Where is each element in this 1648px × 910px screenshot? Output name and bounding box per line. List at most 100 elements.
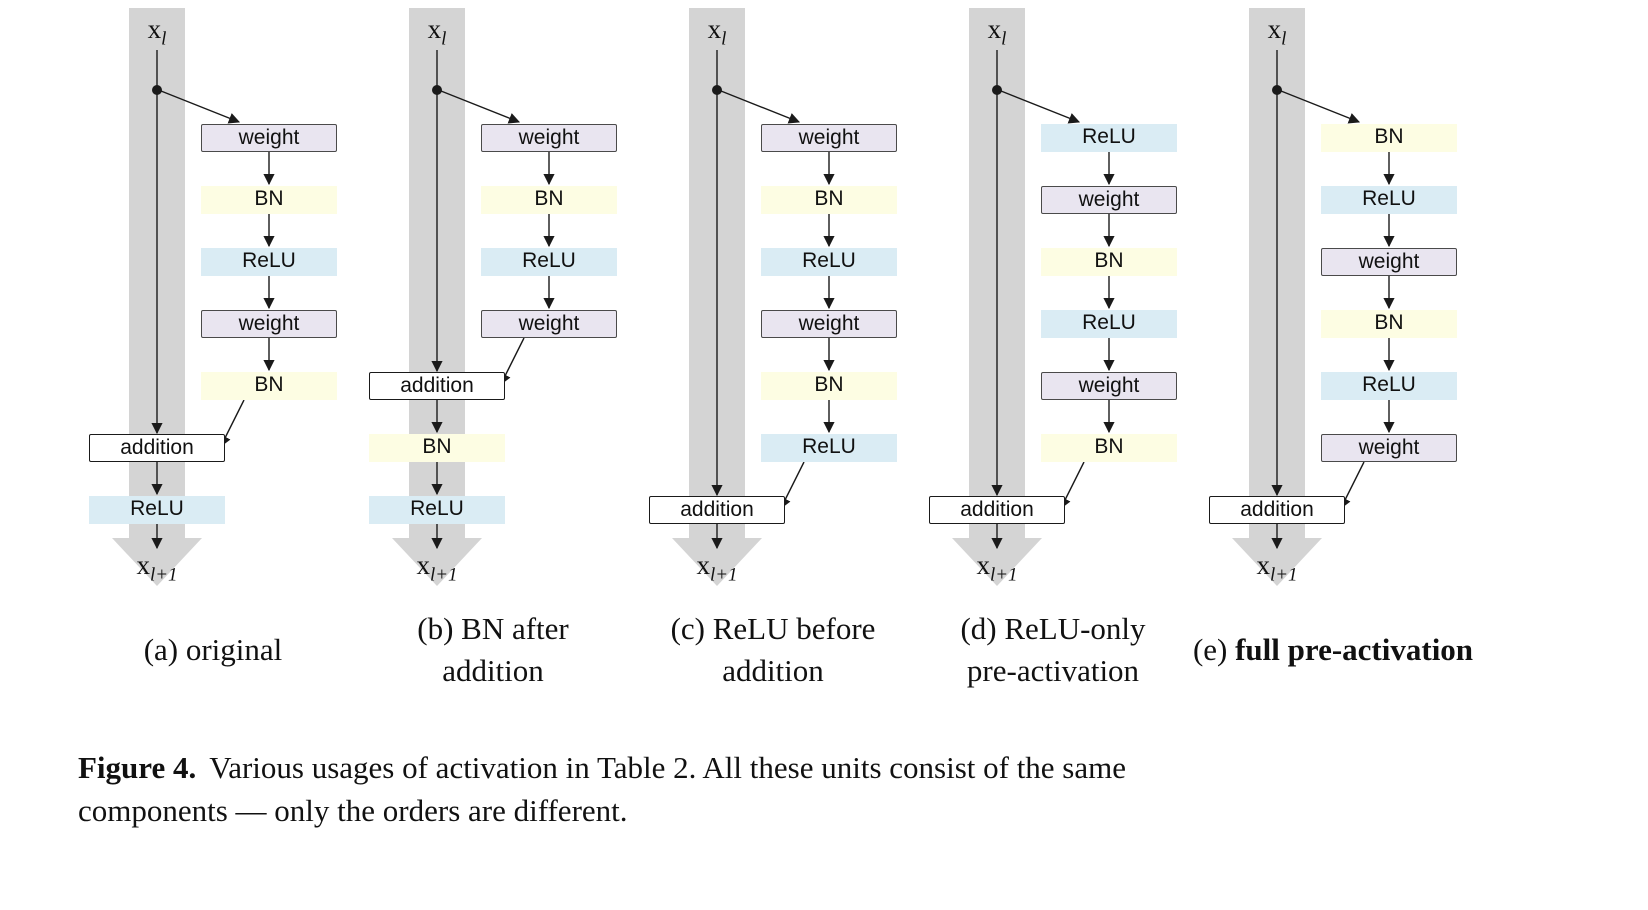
x-subscript: l+1	[989, 564, 1018, 586]
a-input-label: xl	[97, 14, 217, 48]
e-block-weight: weight	[1321, 248, 1457, 276]
shortcut-arrowhead-shape	[1232, 538, 1322, 586]
a-diagram-caption: (a) original	[33, 604, 393, 696]
e-unit-wires	[1232, 8, 1395, 586]
figure-caption-line1: Various usages of activation in Table 2.…	[209, 750, 1127, 785]
d-block-bn: BN	[1041, 248, 1177, 276]
b-block-relu: ReLU	[369, 496, 505, 524]
x-subscript: l+1	[1269, 564, 1298, 586]
d-block-weight: weight	[1041, 186, 1177, 214]
x-symbol: x	[427, 14, 442, 44]
a-block-bn: BN	[201, 372, 337, 400]
caption-line: (e) full pre-activation	[1193, 629, 1473, 671]
b-input-label: xl	[377, 14, 497, 48]
a-block-relu: ReLU	[201, 248, 337, 276]
c-block-weight: weight	[761, 310, 897, 338]
branch-dot	[152, 85, 162, 95]
caption-text: (e)	[1192, 632, 1236, 667]
b-block-weight: weight	[481, 310, 617, 338]
caption-line: pre-activation	[967, 650, 1139, 692]
e-block-bn: BN	[1321, 310, 1457, 338]
shortcut-arrowhead-shape	[952, 538, 1042, 586]
a-block-weight: weight	[201, 310, 337, 338]
branch-dot	[992, 85, 1002, 95]
x-subscript: l	[1281, 28, 1287, 50]
d-block-relu: ReLU	[1041, 310, 1177, 338]
b-block-relu: ReLU	[481, 248, 617, 276]
d-input-label: xl	[937, 14, 1057, 48]
branch-in-arrow	[1000, 90, 1081, 124]
d-block-weight: weight	[1041, 372, 1177, 400]
caption-line: (b) BN after	[417, 608, 569, 650]
x-symbol: x	[696, 550, 710, 580]
c-block-bn: BN	[761, 372, 897, 400]
c-block-weight: weight	[761, 124, 897, 152]
x-symbol: x	[1256, 550, 1270, 580]
c-block-relu: ReLU	[761, 434, 897, 462]
c-block-bn: BN	[761, 186, 897, 214]
b-block-bn: BN	[369, 434, 505, 462]
branch-in-arrow	[720, 90, 801, 124]
c-block-relu: ReLU	[761, 248, 897, 276]
c-output-label: xl+1	[657, 550, 777, 584]
shortcut-arrowhead-shape	[112, 538, 202, 586]
e-diagram-caption: (e) full pre-activation	[1153, 604, 1513, 696]
e-block-relu: ReLU	[1321, 186, 1457, 214]
caption-line: (d) ReLU-only	[960, 608, 1145, 650]
branch-in-arrow	[160, 90, 241, 124]
d-diagram-caption: (d) ReLU-only pre-activation	[873, 604, 1233, 696]
c-unit-wires	[672, 8, 835, 586]
e-input-label: xl	[1217, 14, 1337, 48]
x-subscript: l+1	[709, 564, 738, 586]
figure-caption-line2: components — only the orders are differe…	[78, 793, 628, 828]
x-subscript: l+1	[429, 564, 458, 586]
caption-text: pre-activation	[966, 653, 1140, 688]
x-subscript: l	[441, 28, 447, 50]
b-block-bn: BN	[481, 186, 617, 214]
caption-line: (a) original	[144, 629, 283, 671]
caption-text: full pre-activation	[1235, 632, 1474, 667]
a-block-bn: BN	[201, 186, 337, 214]
x-symbol: x	[136, 550, 150, 580]
e-block-bn: BN	[1321, 124, 1457, 152]
branch-dot	[1272, 85, 1282, 95]
caption-text: addition	[442, 653, 544, 688]
d-output-label: xl+1	[937, 550, 1057, 584]
e-output-label: xl+1	[1217, 550, 1337, 584]
d-block-relu: ReLU	[1041, 124, 1177, 152]
x-symbol: x	[707, 14, 722, 44]
e-block-weight: weight	[1321, 434, 1457, 462]
shortcut-arrowhead-shape	[392, 538, 482, 586]
caption-text: (a) original	[143, 632, 283, 667]
d-unit-wires	[952, 8, 1115, 586]
caption-line: addition	[722, 650, 824, 692]
e-block-relu: ReLU	[1321, 372, 1457, 400]
a-block-relu: ReLU	[89, 496, 225, 524]
branch-dot	[432, 85, 442, 95]
caption-text: (b) BN after	[417, 611, 569, 646]
x-subscript: l	[161, 28, 167, 50]
x-subscript: l	[1001, 28, 1007, 50]
b-output-label: xl+1	[377, 550, 497, 584]
caption-text: addition	[722, 653, 824, 688]
a-output-label: xl+1	[97, 550, 217, 584]
shortcut-arrowhead-shape	[672, 538, 762, 586]
d-block-bn: BN	[1041, 434, 1177, 462]
b-block-weight: weight	[481, 124, 617, 152]
b-addition-box: addition	[369, 372, 505, 400]
a-block-weight: weight	[201, 124, 337, 152]
x-symbol: x	[416, 550, 430, 580]
branch-dot	[712, 85, 722, 95]
figure-caption-label: Figure 4.	[78, 750, 197, 785]
x-subscript: l+1	[149, 564, 178, 586]
x-symbol: x	[1267, 14, 1282, 44]
x-symbol: x	[147, 14, 162, 44]
caption-text: (d) ReLU-only	[960, 611, 1146, 646]
caption-text: (c) ReLU before	[670, 611, 876, 646]
b-diagram-caption: (b) BN after addition	[313, 604, 673, 696]
c-input-label: xl	[657, 14, 777, 48]
x-symbol: x	[987, 14, 1002, 44]
caption-line: (c) ReLU before	[671, 608, 876, 650]
